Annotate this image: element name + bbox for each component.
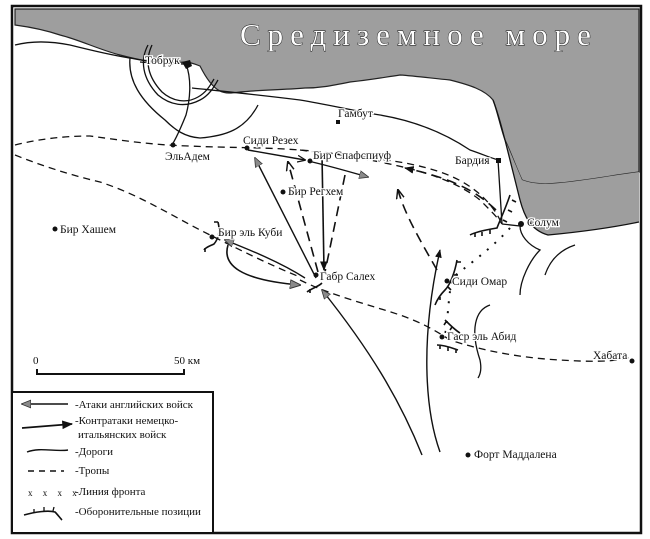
label-tobruk: Тобрук — [145, 55, 180, 67]
label-sollum: Солум — [527, 217, 560, 229]
svg-text:-Линия фронта: -Линия фронта — [75, 486, 146, 498]
label-bir-sciafsciuf: Бир Спафспиуф — [313, 150, 392, 162]
svg-text:-Тропы: -Тропы — [75, 465, 110, 477]
label-bir-hacheim: Бир Хашем — [60, 224, 117, 236]
legend-item-front-line: x x x x -Линия фронта — [28, 486, 146, 498]
label-el-adem: ЭльАдем — [165, 151, 211, 163]
scale-start-label: 0 — [33, 355, 39, 367]
svg-text:-Дороги: -Дороги — [75, 446, 113, 458]
label-gambut: Гамбут — [338, 108, 373, 120]
label-bardia: Бардия — [455, 155, 490, 167]
svg-text:-Оборонительные позиции: -Оборонительные позиции — [75, 506, 201, 518]
defensive-positions — [203, 194, 517, 353]
counterattacks — [226, 154, 497, 285]
svg-text:-Атаки английских войск: -Атаки английских войск — [75, 399, 194, 411]
place-labels: Тобрук ЭльАдем Гамбут Сиди Резех Бир Спа… — [59, 54, 629, 463]
label-fort-maddalena: Форт Маддалена — [474, 449, 557, 461]
label-bir-el-gubi: Бир эль Куби — [218, 227, 282, 239]
scale-bar: 0 50 км — [33, 355, 200, 375]
label-sidi-omar: Сиди Омар — [452, 276, 507, 288]
legend-item-defensive-positions: -Оборонительные позиции — [23, 506, 201, 521]
label-sidi-rezegh: Сиди Резех — [243, 135, 299, 147]
label-gasr-el-abid: Гаср эль Абид — [447, 331, 517, 343]
sea-label: Средиземное море — [240, 17, 598, 52]
roads — [14, 41, 576, 379]
british-attacks — [225, 149, 442, 456]
label-habata: Хабата — [593, 350, 627, 362]
tracks — [14, 135, 633, 362]
label-bir-reghem: Бир Регхем — [288, 186, 344, 198]
label-gabr-saleh: Габр Салех — [320, 271, 376, 283]
place-markers — [52, 60, 635, 458]
svg-text:итальянских войск: итальянских войск — [78, 429, 167, 441]
legend-item-british-attacks: -Атаки английских войск — [22, 399, 194, 411]
legend: -Атаки английских войск -Контратаки неме… — [11, 391, 214, 534]
legend-item-counterattacks: -Контратаки немецко- итальянских войск — [21, 415, 178, 441]
svg-text:x x x x: x x x x — [28, 488, 81, 498]
legend-item-roads: -Дороги — [26, 446, 113, 458]
svg-text:-Контратаки немецко-: -Контратаки немецко- — [75, 415, 178, 427]
sea-gulf-of-sollum — [505, 140, 639, 235]
legend-item-tracks: -Тропы — [28, 465, 110, 477]
scale-end-label: 50 км — [174, 355, 200, 367]
